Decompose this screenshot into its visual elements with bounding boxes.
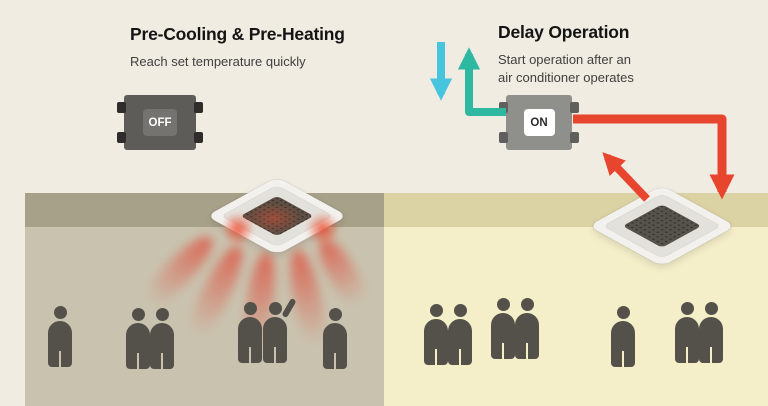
person-head (268, 302, 282, 315)
person-body (515, 313, 539, 359)
person-head (680, 302, 694, 315)
erv-unit-off: OFF (117, 95, 203, 150)
person-icon (491, 298, 515, 359)
person-icon (150, 308, 174, 369)
person-head (155, 308, 169, 321)
person-icon (675, 302, 699, 363)
person-icon (424, 304, 448, 365)
person-head (496, 298, 510, 311)
right-title: Delay Operation (498, 22, 630, 42)
person-head (53, 306, 67, 319)
person-head (131, 308, 145, 321)
person-icon (238, 302, 262, 363)
duct-port-icon (570, 102, 579, 113)
person-body (323, 323, 347, 369)
person-body (150, 323, 174, 369)
erv-off-label: OFF (143, 109, 177, 136)
person-icon (515, 298, 539, 359)
duct-port-icon (117, 102, 126, 113)
person-raised-arm-icon (263, 297, 297, 363)
person-icon (323, 308, 347, 369)
heat-glow-icon (306, 212, 340, 246)
person-icon (611, 306, 635, 367)
person-icon (448, 304, 472, 365)
erv-unit-on: ON (499, 95, 579, 150)
person-head (243, 302, 257, 315)
person-body (491, 313, 515, 359)
duct-port-icon (499, 102, 508, 113)
supply-air-arrow-icon (573, 114, 735, 200)
person-head (328, 308, 342, 321)
person-body (448, 319, 472, 365)
duct-port-icon (117, 132, 126, 143)
right-title-block: Delay Operation Start operation after an… (498, 22, 634, 86)
person-head (453, 304, 467, 317)
duct-port-icon (570, 132, 579, 143)
person-body (424, 319, 448, 365)
person-body (126, 323, 150, 369)
right-room (384, 193, 768, 406)
person-icon (48, 306, 72, 367)
left-title-block: Pre-Cooling & Pre-Heating Reach set temp… (130, 24, 345, 71)
left-subtitle: Reach set temperature quickly (130, 54, 306, 69)
duct-port-icon (499, 132, 508, 143)
person-body (699, 317, 723, 363)
person-body (48, 321, 72, 367)
person-icon (126, 308, 150, 369)
person-body (611, 321, 635, 367)
duct-port-icon (194, 132, 203, 143)
left-title: Pre-Cooling & Pre-Heating (130, 24, 345, 44)
person-body (238, 317, 262, 363)
person-body (263, 317, 287, 363)
person-head (520, 298, 534, 311)
person-body (675, 317, 699, 363)
person-icon (699, 302, 723, 363)
person-head (429, 304, 443, 317)
duct-port-icon (194, 102, 203, 113)
heat-glow-icon (221, 212, 255, 246)
person-head (704, 302, 718, 315)
erv-on-label: ON (523, 109, 555, 136)
person-head (616, 306, 630, 319)
